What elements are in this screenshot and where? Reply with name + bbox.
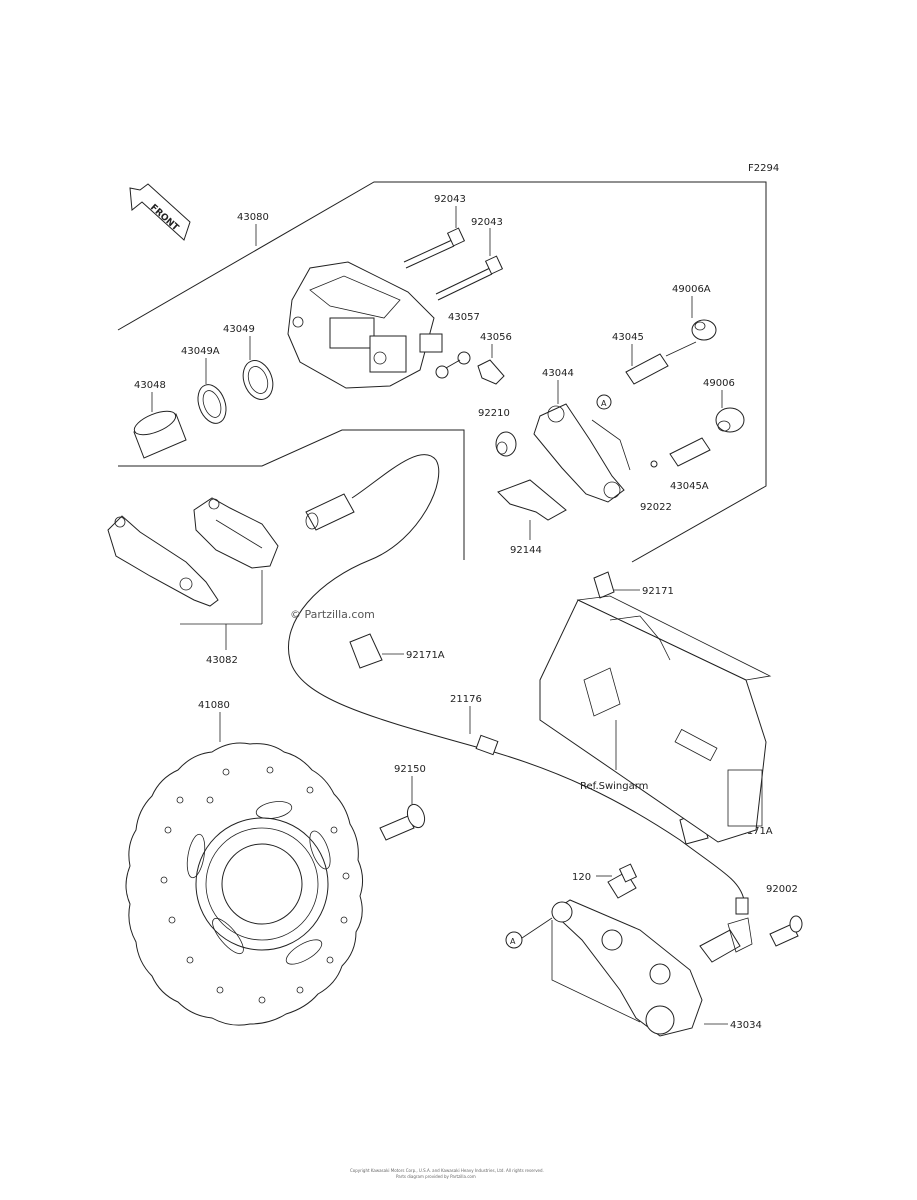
- dust-seal: [197, 384, 227, 424]
- slide-pin-43045: [625, 341, 697, 385]
- piston-seal: [242, 360, 274, 400]
- figure-code: F2294: [748, 163, 779, 174]
- label-92022: 92022: [640, 502, 672, 513]
- label-43049a: 43049A: [181, 346, 220, 357]
- label-41080: 41080: [198, 700, 230, 711]
- callout-a-bottom-label: A: [510, 937, 516, 946]
- footer-line-1: Copyright Kawasaki Motors Corp., U.S.A. …: [350, 1168, 544, 1173]
- label-43045: 43045: [612, 332, 644, 343]
- caliper-group-frame: [117, 181, 767, 563]
- bleeder-cap: [435, 351, 471, 379]
- label-43045a: 43045A: [670, 481, 709, 492]
- ref-swingarm-label: Ref.Swingarm: [580, 781, 648, 792]
- bolt-120: [607, 863, 638, 899]
- boot-49006a: [691, 319, 717, 341]
- callout-a-top-label: A: [601, 399, 607, 408]
- leader: [551, 920, 641, 1023]
- pad-spring-92144: [497, 479, 567, 521]
- label-43049: 43049: [223, 324, 255, 335]
- bushing-92210: [495, 431, 517, 457]
- clip-92171a-upper: [349, 633, 383, 669]
- bolt-92002: [769, 915, 803, 947]
- callout-a-top: [596, 394, 612, 410]
- label-21176: 21176: [450, 694, 482, 705]
- leader: [521, 917, 553, 939]
- label-49006a: 49006A: [672, 284, 711, 295]
- swingarm-ref: [539, 595, 772, 843]
- clip-92171: [593, 571, 615, 599]
- washer-92022: [650, 460, 658, 468]
- label-43034: 43034: [730, 1020, 762, 1031]
- label-43056: 43056: [480, 332, 512, 343]
- label-92043-b: 92043: [471, 217, 503, 228]
- callout-a-bottom: [505, 931, 523, 949]
- label-92210: 92210: [478, 408, 510, 419]
- label-92171: 92171: [642, 586, 674, 597]
- label-92144: 92144: [510, 545, 542, 556]
- slide-pin-43045a: [669, 437, 711, 467]
- label-43080: 43080: [237, 212, 269, 223]
- disc-bolt-92150: [379, 803, 426, 841]
- piston: [133, 410, 187, 459]
- caliper-bracket-43034: [551, 899, 753, 1037]
- caliper-body: [287, 261, 443, 389]
- label-43057: 43057: [448, 312, 480, 323]
- footer-line-2: Parts diagram provided by Partzilla.com: [396, 1174, 476, 1179]
- front-arrow-icon: FRONT: [129, 183, 191, 241]
- label-49006: 49006: [703, 378, 735, 389]
- abs-sensor-21176: [288, 454, 749, 915]
- bleeder-valve: [477, 359, 505, 385]
- brake-pad-left: [107, 515, 219, 607]
- caliper-bracket-43044: [533, 403, 631, 503]
- label-92043-a: 92043: [434, 194, 466, 205]
- label-92171a-a: 92171A: [406, 650, 445, 661]
- label-92002: 92002: [766, 884, 798, 895]
- pad-group-frame: [118, 429, 465, 560]
- label-92150: 92150: [394, 764, 426, 775]
- caliper-bolt-2: [435, 255, 504, 301]
- boot-49006: [715, 407, 745, 433]
- brake-disc-41080: [125, 742, 364, 1026]
- label-43048: 43048: [134, 380, 166, 391]
- brake-pad-right: [193, 497, 279, 569]
- watermark: © Partzilla.com: [290, 608, 375, 621]
- label-92171a-b: 92171A: [734, 826, 773, 837]
- label-43044: 43044: [542, 368, 574, 379]
- label-120: 120: [572, 872, 591, 883]
- caliper-bolt-1: [403, 227, 466, 269]
- label-43082: 43082: [206, 655, 238, 666]
